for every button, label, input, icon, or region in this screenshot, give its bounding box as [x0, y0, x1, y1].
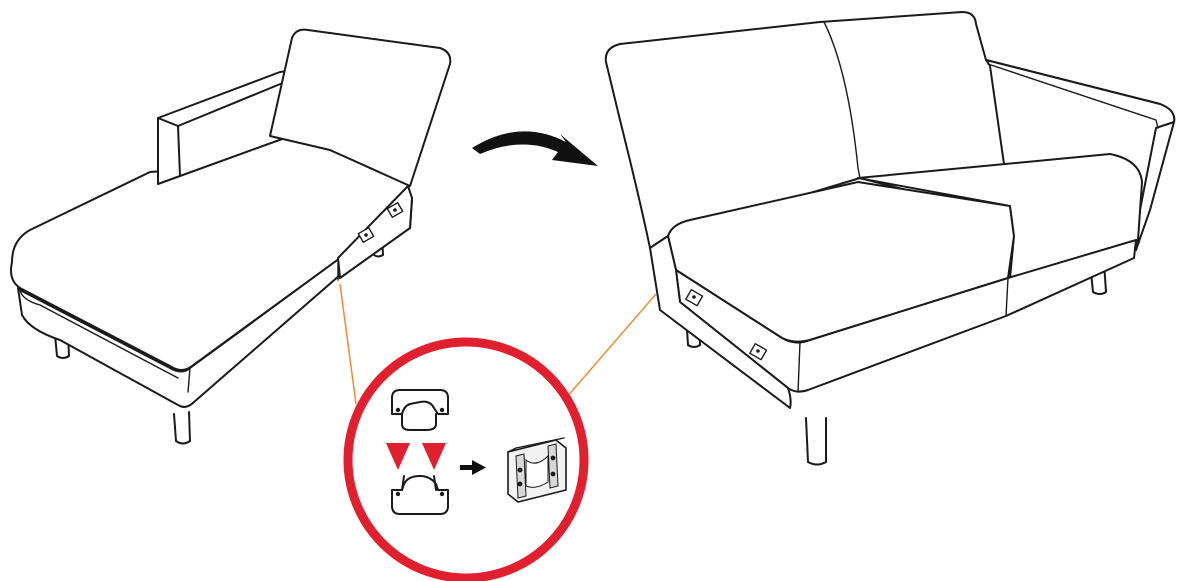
chaise-base — [17, 199, 413, 408]
red-triangle-down-icon — [386, 443, 410, 470]
chaise-seat-cushion — [10, 129, 411, 371]
chaise-bracket-marker-1 — [357, 226, 375, 244]
chaise-bracket-marker-2 — [386, 201, 404, 219]
connector-bracket-detail — [343, 337, 589, 581]
black-arrow-right-icon — [460, 460, 486, 475]
chaise-backrest — [269, 28, 452, 187]
curved-arrow-icon — [472, 131, 598, 166]
leader-line-right — [565, 293, 657, 399]
loveseat-bracket-marker-1 — [685, 288, 704, 307]
top-bracket-icon — [391, 389, 449, 431]
bottom-bracket-icon — [391, 475, 449, 515]
callout-ring — [343, 337, 589, 581]
loveseat-base — [675, 239, 1137, 393]
leader-line-left — [339, 283, 357, 405]
chaise-lounge-section — [10, 28, 452, 445]
loveseat-section — [604, 11, 1176, 466]
chaise-leg-front — [173, 411, 191, 445]
loveseat-seat-cushion-right — [857, 153, 1143, 279]
red-triangle-down-icon — [422, 443, 446, 470]
loveseat-bracket-marker-2 — [749, 342, 768, 361]
loveseat-side-panel — [649, 235, 792, 409]
loveseat-leg-front — [805, 417, 827, 466]
assembled-bracket-icon — [507, 437, 567, 503]
